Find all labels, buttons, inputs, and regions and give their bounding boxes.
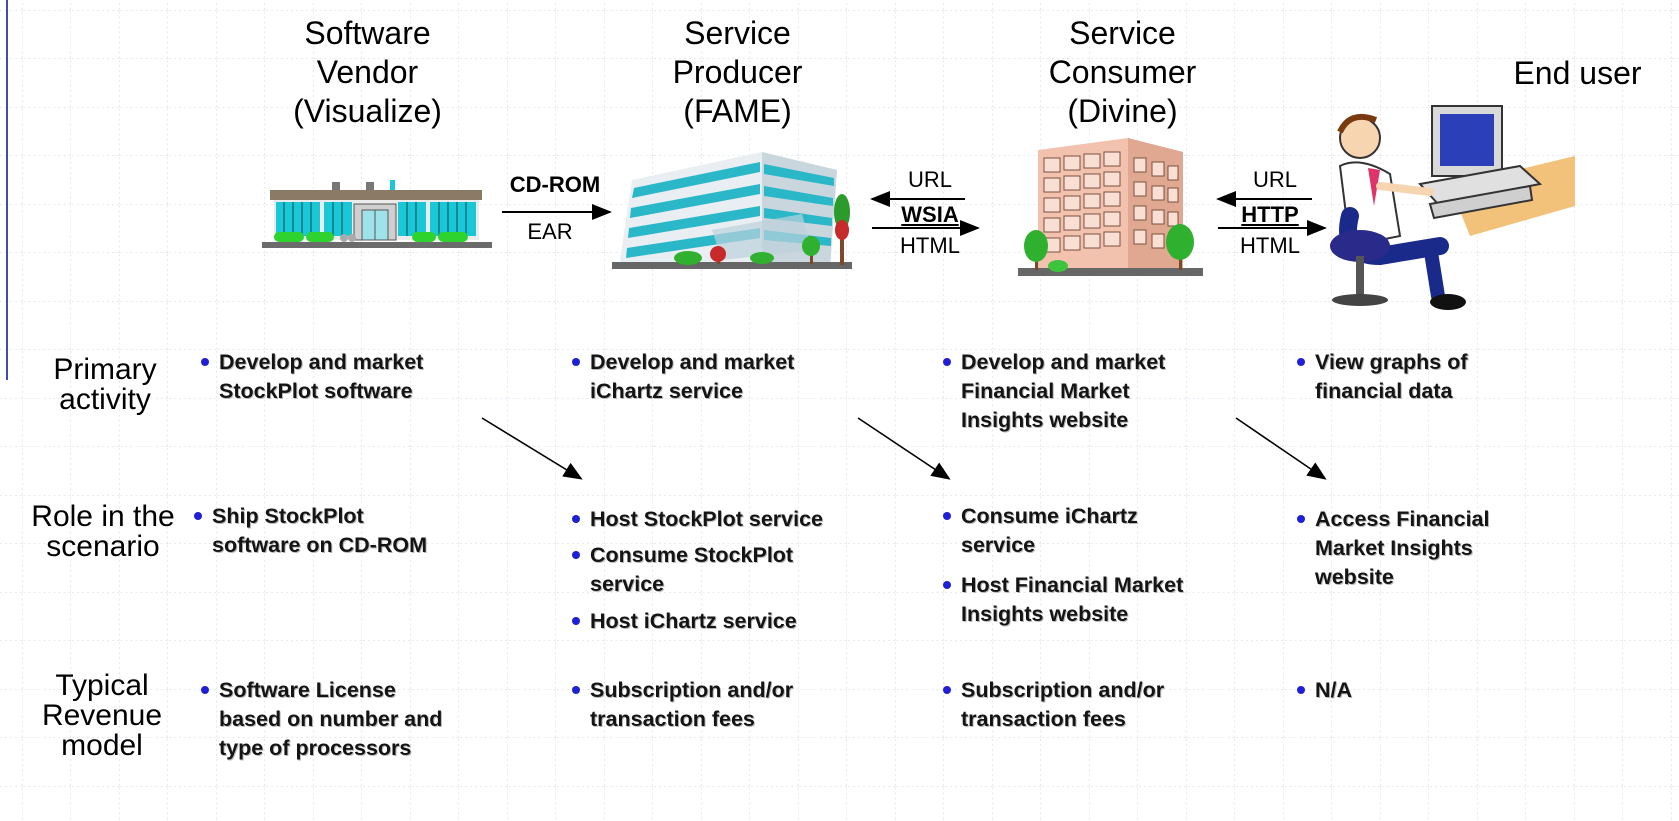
heading-service-producer: Service Producer (FAME) bbox=[672, 15, 803, 129]
brick-building-icon bbox=[1018, 138, 1203, 276]
heading-software-vendor: Software Vendor (Visualize) bbox=[293, 15, 442, 129]
role-vendor: Ship StockPlot software on CD-ROM bbox=[189, 502, 427, 560]
role-consumer-1: Consume iChartz service bbox=[938, 502, 1138, 560]
primary-activity-producer: Develop and market iChartz service bbox=[567, 348, 794, 406]
role-producer-3: Host iChartz service bbox=[567, 607, 797, 636]
row-label-revenue-model: Typical Revenue model bbox=[41, 669, 163, 762]
flow-label-html-2: HTML bbox=[1240, 233, 1300, 258]
row-label-primary-activity: Primary activity bbox=[53, 353, 157, 416]
store-building-icon bbox=[262, 180, 492, 248]
revenue-consumer: Subscription and/or transaction fees bbox=[938, 676, 1164, 734]
flow-label-ear: EAR bbox=[527, 219, 573, 244]
role-consumer-2: Host Financial Market Insights website bbox=[938, 571, 1183, 629]
flow-label-html-1: HTML bbox=[900, 233, 960, 258]
revenue-end-user: N/A bbox=[1292, 676, 1352, 705]
role-producer-1: Host StockPlot service bbox=[567, 505, 823, 534]
flow-label-url-2: URL bbox=[1252, 167, 1297, 192]
role-end-user: Access Financial Market Insights website bbox=[1292, 505, 1489, 592]
diagonal-arrow-1 bbox=[481, 417, 583, 480]
flow-label-wsia: WSIA bbox=[901, 202, 959, 227]
diagonal-arrow-2 bbox=[857, 417, 951, 480]
row-label-role-in-scenario: Role in the scenario bbox=[31, 500, 175, 563]
primary-activity-vendor: Develop and market StockPlot software bbox=[196, 348, 423, 406]
primary-activity-consumer: Develop and market Financial Market Insi… bbox=[938, 348, 1165, 435]
primary-activity-end-user: View graphs of financial data bbox=[1292, 348, 1468, 406]
revenue-producer: Subscription and/or transaction fees bbox=[567, 676, 793, 734]
person-at-computer-icon bbox=[1330, 105, 1575, 310]
heading-service-consumer: Service Consumer (Divine) bbox=[1048, 15, 1197, 129]
flow-label-url-1: URL bbox=[907, 167, 952, 192]
office-tower-icon bbox=[612, 152, 852, 269]
flow-label-cd-rom: CD-ROM bbox=[509, 172, 601, 197]
role-producer-2: Consume StockPlot service bbox=[567, 541, 793, 599]
diagonal-arrow-3 bbox=[1235, 417, 1327, 480]
flow-label-http: HTTP bbox=[1241, 202, 1299, 227]
revenue-vendor: Software License based on number and typ… bbox=[196, 676, 442, 763]
heading-end-user: End user bbox=[1513, 55, 1642, 91]
